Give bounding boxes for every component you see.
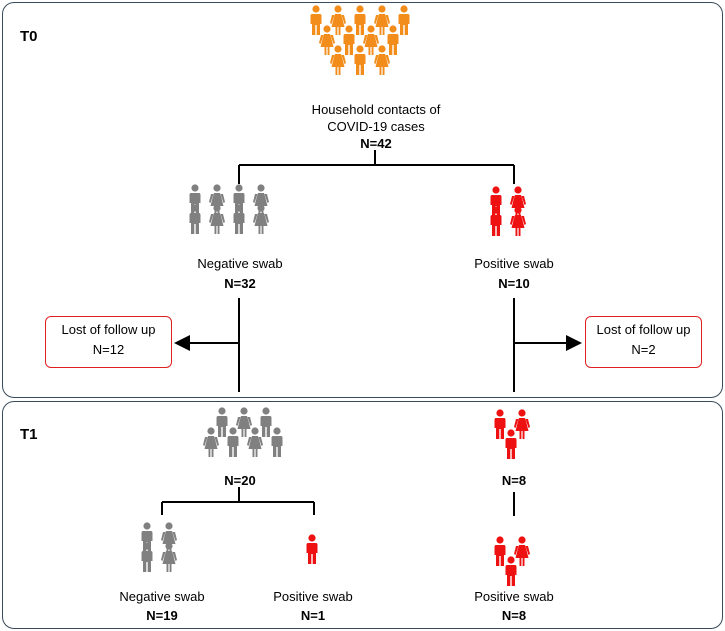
person-icon: [189, 204, 201, 234]
lost-follow-up-left-box: Lost of follow up N=12: [45, 316, 172, 368]
lost-follow-up-left-count: N=12: [92, 342, 125, 357]
t1-neg-positive-label: Positive swab: [273, 589, 353, 604]
person-icon: [505, 556, 517, 586]
person-icon: [490, 206, 502, 236]
person-icon: [310, 5, 322, 35]
person-icon: [216, 407, 228, 437]
person-icon: [209, 184, 225, 214]
positive-swab-count: N=10: [498, 276, 530, 291]
person-icon: [354, 5, 366, 35]
person-icon: [236, 407, 252, 437]
person-icon: [161, 542, 177, 572]
person-icon: [319, 25, 335, 55]
person-icon: [387, 25, 399, 55]
person-icon: [253, 204, 269, 234]
lost-follow-up-right-title: Lost of follow up: [596, 322, 691, 337]
person-icon: [363, 25, 379, 55]
lost-follow-up-left-title: Lost of follow up: [61, 322, 156, 337]
person-icon: [343, 25, 355, 55]
person-icon: [161, 522, 177, 552]
person-icon: [510, 206, 526, 236]
t1-positive-group-people-icon: [490, 408, 532, 466]
positive-swab-people-icon: [486, 185, 528, 243]
person-icon: [514, 409, 530, 439]
t1-pos-positive-label: Positive swab: [474, 589, 554, 604]
person-icon: [510, 186, 526, 216]
positive-swab-label: Positive swab: [474, 256, 554, 271]
t1-label: T1: [20, 426, 38, 443]
t1-pos-positive-count: N=8: [501, 608, 527, 623]
person-icon: [374, 45, 390, 75]
t1-neg-negative-label: Negative swab: [119, 589, 205, 604]
person-icon: [494, 409, 506, 439]
person-icon: [253, 184, 269, 214]
person-icon: [330, 45, 346, 75]
root-label-line2: COVID-19 cases: [327, 119, 425, 134]
person-icon: [271, 427, 283, 457]
t1-neg-positive-person-icon: [302, 533, 322, 571]
negative-swab-people-icon: [185, 183, 271, 241]
person-icon: [398, 5, 410, 35]
person-icon: [505, 429, 517, 459]
root-label-line1: Household contacts of: [311, 102, 441, 117]
t1-neg-negative-count: N=19: [146, 608, 178, 623]
person-icon: [306, 534, 318, 564]
person-icon: [494, 536, 506, 566]
person-icon: [330, 5, 346, 35]
t1-negative-group-people-icon: [201, 406, 287, 464]
t1-negative-group-count: N=20: [224, 473, 256, 488]
t1-positive-group-count: N=8: [501, 473, 527, 488]
person-icon: [141, 542, 153, 572]
person-icon: [374, 5, 390, 35]
person-icon: [514, 536, 530, 566]
t0-label: T0: [20, 28, 38, 45]
person-icon: [209, 204, 225, 234]
person-icon: [354, 45, 366, 75]
root-count: N=42: [360, 136, 392, 151]
lost-follow-up-right-box: Lost of follow up N=2: [585, 316, 702, 368]
negative-swab-label: Negative swab: [197, 256, 283, 271]
t1-pos-positive-people-icon: [490, 535, 532, 593]
person-icon: [247, 427, 263, 457]
person-icon: [260, 407, 272, 437]
lost-follow-up-right-count: N=2: [631, 342, 656, 357]
t1-panel: [2, 401, 723, 629]
person-icon: [227, 427, 239, 457]
person-icon: [203, 427, 219, 457]
t1-neg-negative-people-icon: [137, 521, 179, 579]
t1-neg-positive-count: N=1: [300, 608, 326, 623]
household-contacts-people-icon: [306, 4, 414, 82]
person-icon: [233, 204, 245, 234]
negative-swab-count: N=32: [224, 276, 256, 291]
